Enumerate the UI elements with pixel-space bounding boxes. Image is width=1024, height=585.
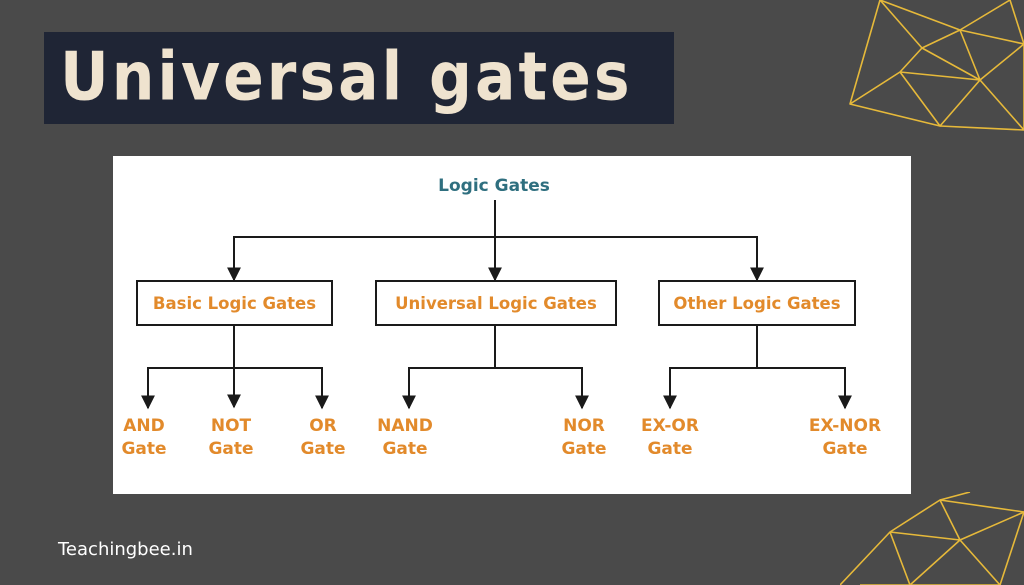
- site-name: Teachingbee.in: [58, 539, 193, 560]
- geometric-decoration-top: [849, 0, 1024, 131]
- node-universal-logic-gates: Universal Logic Gates: [395, 293, 597, 313]
- page-title: Universal gates: [60, 37, 633, 117]
- node-logic-gates: Logic Gates: [438, 176, 550, 196]
- title-banner: Universal gates: [44, 32, 674, 124]
- geometric-decoration-bottom: [840, 492, 1024, 585]
- node-other-logic-gates: Other Logic Gates: [673, 293, 841, 313]
- node-basic-logic-gates: Basic Logic Gates: [152, 293, 317, 313]
